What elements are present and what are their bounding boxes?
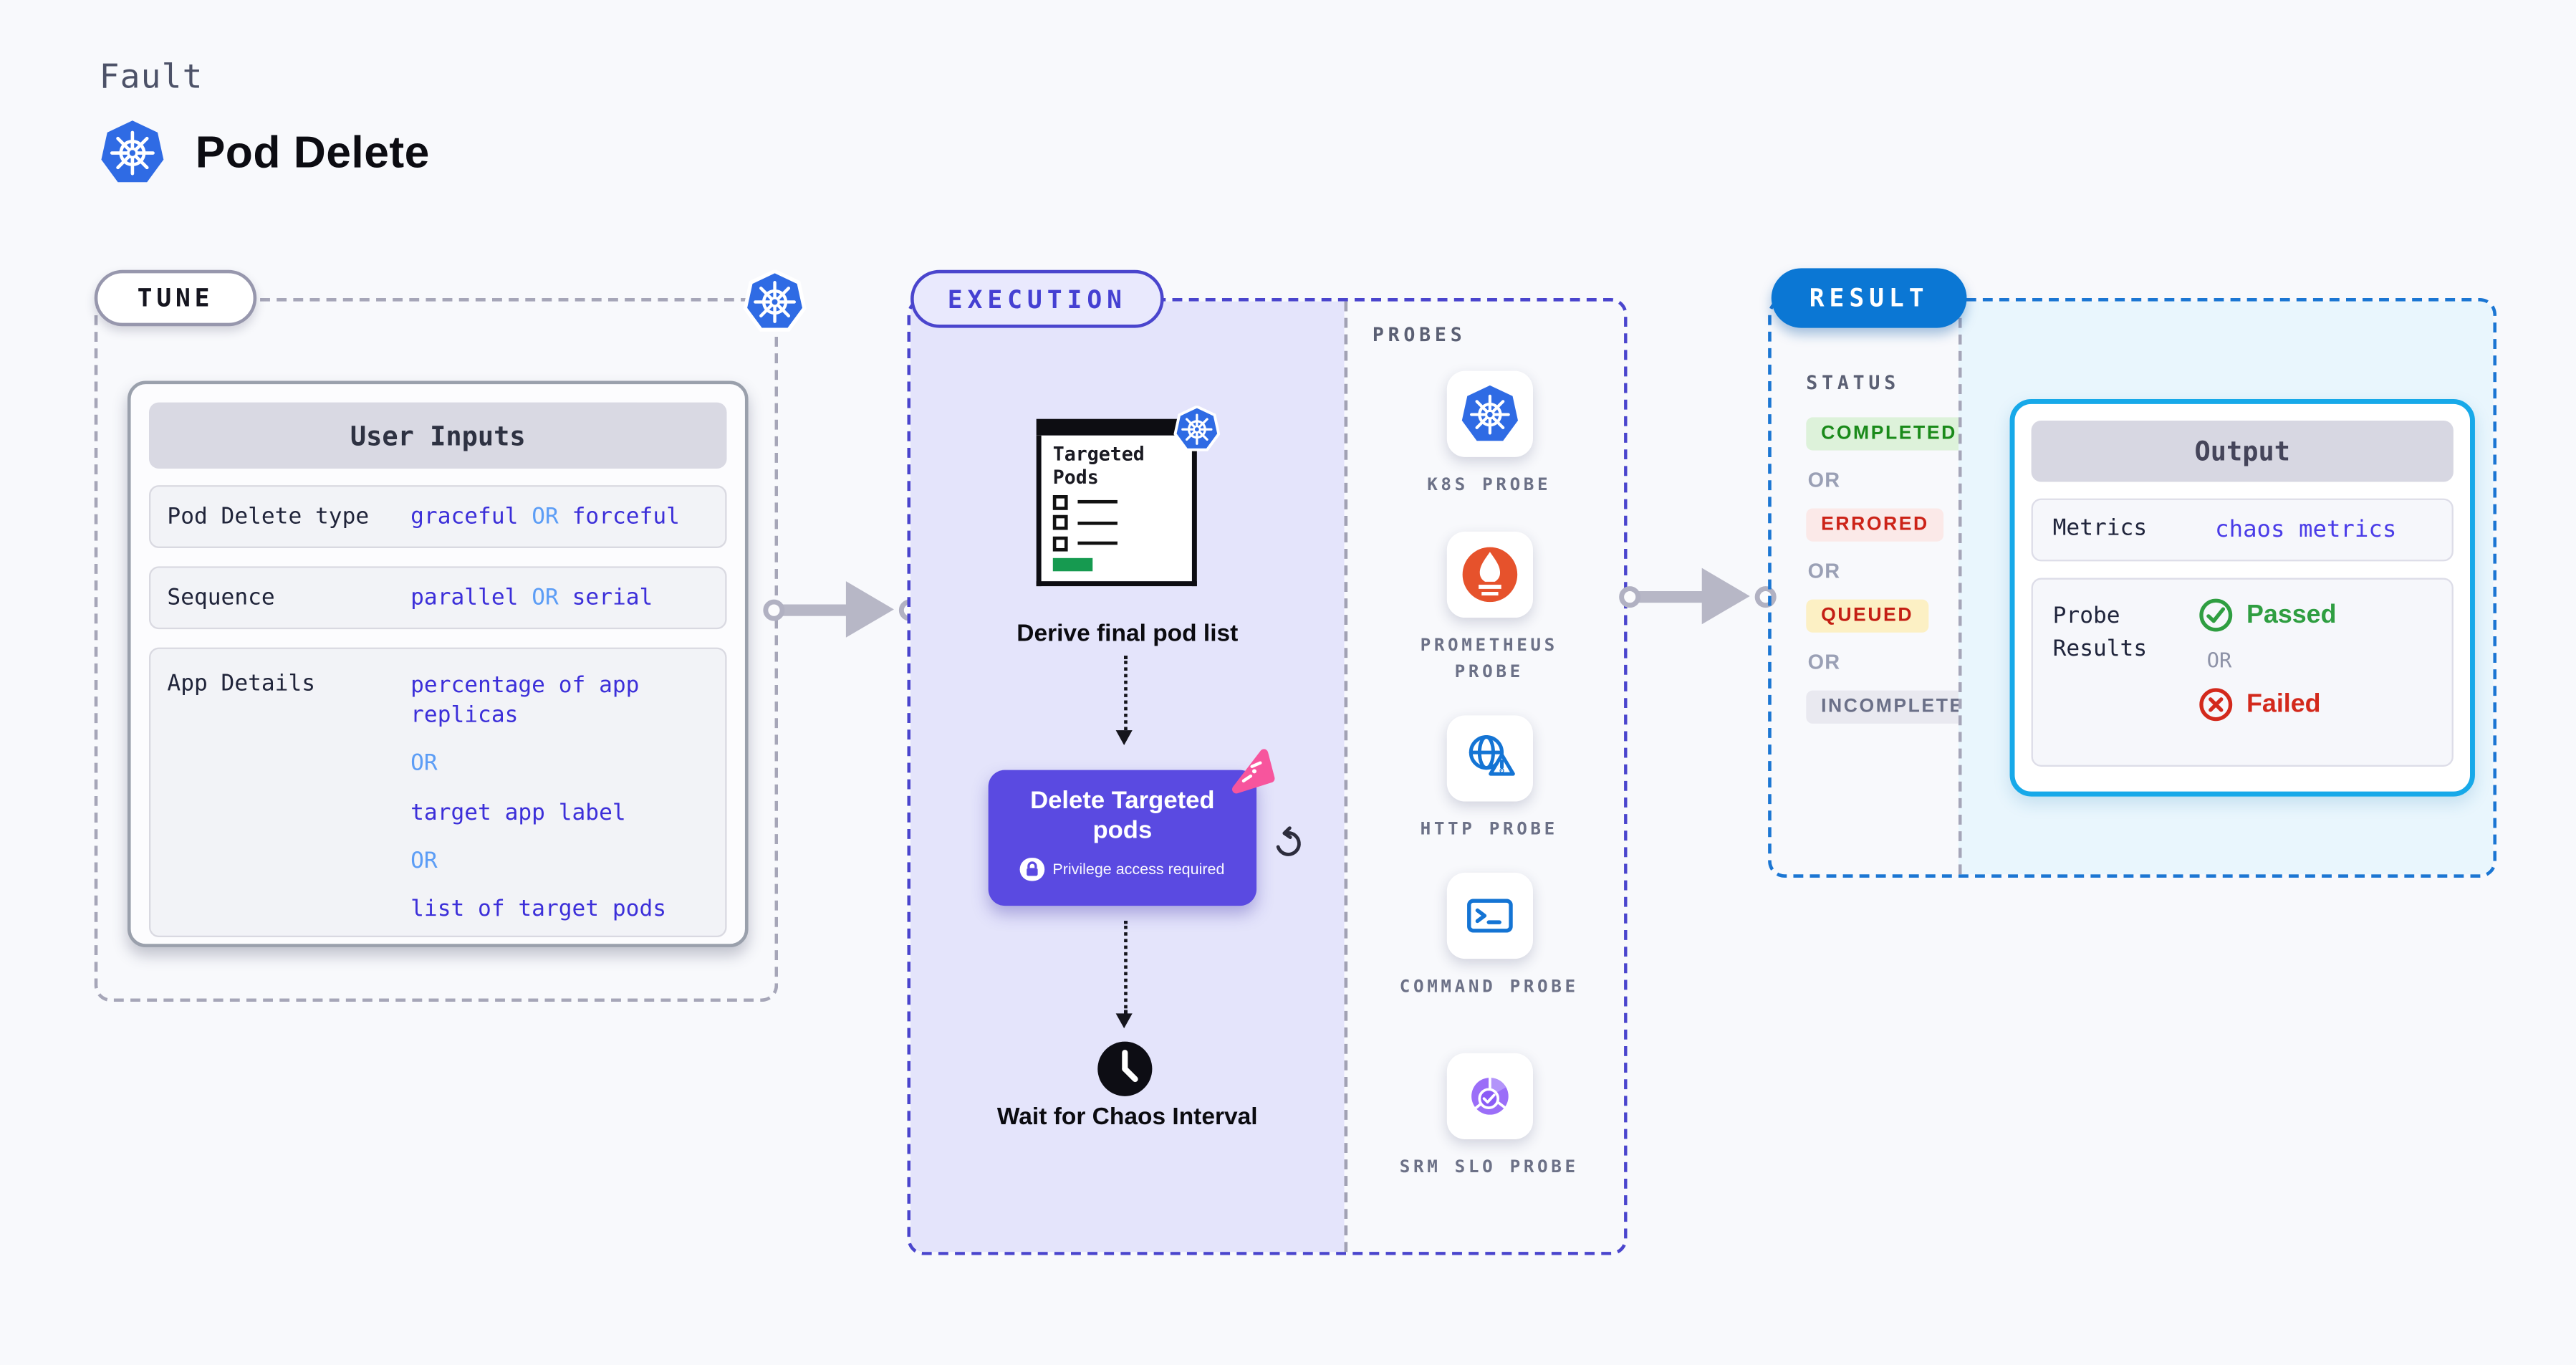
- dotted-connector: [1124, 920, 1128, 1014]
- row-label: Pod Delete type: [167, 503, 370, 530]
- probes-column: PROBES K8S PROBE PROMETHEUS PROBE: [1344, 301, 1625, 1253]
- metrics-value: chaos metrics: [2215, 517, 2397, 544]
- output-area: Output Metrics chaos metrics Probe Resul…: [1958, 301, 2494, 875]
- tune-section: User Inputs Pod Delete type graceful OR …: [94, 298, 778, 1002]
- input-row-app-details: App Details percentage of app replicas O…: [148, 647, 727, 938]
- user-inputs-panel: User Inputs Pod Delete type graceful OR …: [127, 380, 749, 947]
- probes-heading: PROBES: [1372, 322, 1466, 346]
- check-circle-icon: [2199, 598, 2233, 632]
- status-column: STATUS COMPLETED OR ERRORED OR QUEUED OR…: [1772, 302, 1995, 875]
- targeted-pods-title: Targeted Pods: [1052, 442, 1145, 488]
- metrics-label: Metrics: [2052, 515, 2148, 542]
- lock-icon: [1020, 857, 1044, 881]
- row-value: parallel OR serial: [410, 584, 653, 611]
- user-inputs-title: User Inputs: [148, 402, 727, 469]
- wait-chaos-interval-caption: Wait for Chaos Interval: [996, 1104, 1258, 1131]
- targeted-pods-card: Targeted Pods: [1036, 418, 1197, 587]
- result-section: STATUS COMPLETED OR ERRORED OR QUEUED OR…: [1768, 297, 2496, 878]
- row-value: graceful OR forceful: [410, 503, 680, 530]
- clock-icon: [1097, 1041, 1153, 1096]
- probe-k8s: K8S PROBE: [1347, 370, 1630, 499]
- prometheus-icon: [1446, 531, 1532, 618]
- arrowhead: [1115, 730, 1133, 745]
- dotted-connector: [1124, 656, 1128, 731]
- k8s-icon: [1446, 370, 1532, 457]
- status-badge-completed: COMPLETED: [1806, 417, 1972, 451]
- probe-srm-slo: SRM SLO PROBE: [1347, 1053, 1630, 1182]
- passed-label: Passed: [2246, 600, 2337, 629]
- delete-targeted-pods-card: Delete Targeted pods Privilege access re…: [988, 749, 1275, 906]
- flow-arrow-execution-to-result: [1619, 566, 1777, 626]
- or-separator: OR: [2206, 647, 2232, 673]
- result-section-label: RESULT: [1771, 268, 1967, 328]
- or-separator: OR: [1807, 650, 1841, 674]
- input-row-pod-delete-type: Pod Delete type graceful OR forceful: [148, 485, 727, 548]
- row-label: Sequence: [167, 584, 275, 611]
- status-badge-errored: ERRORED: [1806, 508, 1944, 542]
- page-title: Pod Delete: [100, 119, 430, 185]
- probe-results-label: Probe Results: [2052, 603, 2148, 662]
- kubernetes-icon: [1173, 406, 1220, 452]
- flow-arrow-tune-to-execution: [763, 580, 921, 639]
- terminal-icon: [1446, 872, 1532, 959]
- output-title: Output: [2031, 420, 2454, 482]
- fault-kicker: Fault: [99, 56, 203, 97]
- privilege-note: Privilege access required: [1052, 861, 1225, 878]
- clipboard-topbar: [1036, 418, 1197, 436]
- probe-results-row: Probe Results Passed OR: [2031, 578, 2454, 767]
- row-label: App Details: [167, 670, 316, 697]
- probe-http: HTTP PROBE: [1347, 715, 1630, 843]
- input-row-sequence: Sequence parallel OR serial: [148, 566, 727, 630]
- probe-command: COMMAND PROBE: [1347, 872, 1630, 1001]
- execution-section: Targeted Pods Derive final pod list Dele…: [907, 297, 1628, 1255]
- failed-label: Failed: [2246, 689, 2321, 718]
- http-globe-warning-icon: [1446, 715, 1532, 802]
- x-circle-icon: [2199, 688, 2233, 722]
- derive-pod-list-caption: Derive final pod list: [1017, 621, 1239, 648]
- or-separator: OR: [1807, 467, 1841, 492]
- loop-refresh-icon: [1276, 826, 1301, 856]
- slo-pie-check-icon: [1446, 1053, 1532, 1139]
- output-panel: Output Metrics chaos metrics Probe Resul…: [2009, 398, 2475, 797]
- status-heading: STATUS: [1806, 370, 1900, 395]
- arrowhead: [1115, 1013, 1133, 1029]
- probe-prometheus: PROMETHEUS PROBE: [1347, 531, 1630, 686]
- metrics-row: Metrics chaos metrics: [2031, 498, 2454, 562]
- row-value: percentage of app replicas OR target app…: [410, 672, 667, 923]
- status-badge-queued: QUEUED: [1806, 599, 1928, 633]
- progress-bar: [1052, 558, 1093, 572]
- tune-section-label: TUNE: [94, 269, 257, 327]
- delete-card-title: Delete Targeted pods: [1030, 786, 1215, 846]
- execution-section-label: EXECUTION: [910, 269, 1164, 328]
- kubernetes-icon: [100, 119, 165, 185]
- page-title-text: Pod Delete: [195, 126, 430, 177]
- chaos-litmus-icon: [1231, 749, 1275, 794]
- kubernetes-icon: [744, 270, 807, 333]
- or-separator: OR: [1807, 558, 1841, 583]
